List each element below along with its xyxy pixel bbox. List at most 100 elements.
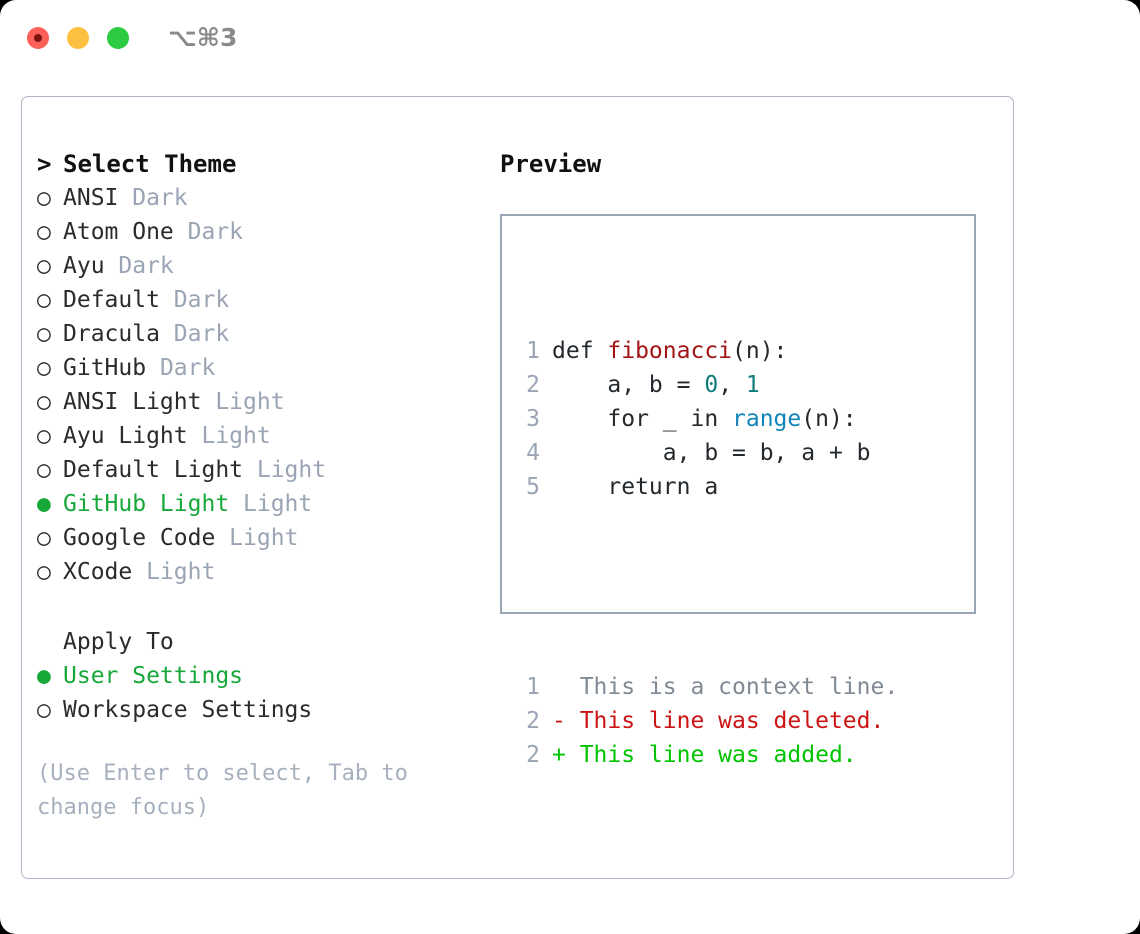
code-token-plain: return a	[552, 474, 719, 500]
prompt-caret-icon: >	[37, 150, 52, 178]
radio-unselected-icon: ○	[37, 697, 51, 723]
code-token-plain: def	[552, 338, 608, 364]
theme-item-variant: Dark	[159, 321, 230, 347]
apply-to-list[interactable]: ● User Settings ○ Workspace Settings	[37, 659, 497, 727]
code-token-plain: for _ in	[552, 406, 733, 432]
theme-item-ansi[interactable]: ○ ANSI Dark	[37, 181, 497, 215]
code-token-del: - This line was deleted.	[552, 708, 885, 734]
theme-item-default[interactable]: ○ Default Dark	[37, 283, 497, 317]
theme-item-variant: Dark	[104, 253, 174, 279]
theme-item-google-code[interactable]: ○Google Code Light	[37, 521, 497, 555]
code-line: 3 for _ in range(n):	[514, 402, 898, 436]
code-diff-gap	[514, 572, 898, 602]
code-line: 1 def fibonacci(n):	[514, 334, 898, 368]
title-bar: ⌥⌘3	[0, 0, 1140, 78]
line-number: 5	[526, 474, 540, 500]
theme-item-ansi-light[interactable]: ○ANSI Light Light	[37, 385, 497, 419]
theme-item-dracula[interactable]: ○ Dracula Dark	[37, 317, 497, 351]
code-token-plain: (n):	[732, 338, 788, 364]
theme-item-variant: Light	[132, 559, 216, 585]
radio-selected-icon: ●	[37, 663, 51, 689]
theme-item-variant: Light	[229, 491, 313, 517]
line-number: 4	[526, 440, 540, 466]
radio-unselected-icon: ○	[37, 219, 51, 245]
radio-unselected-icon: ○	[37, 185, 51, 211]
radio-unselected-icon: ○	[37, 253, 51, 279]
radio-unselected-icon: ○	[37, 457, 51, 483]
theme-item-github[interactable]: ○GitHub Dark	[37, 351, 497, 385]
theme-item-variant: Light	[243, 457, 327, 483]
line-number: 1	[526, 338, 540, 364]
theme-item-xcode[interactable]: ○XCode Light	[37, 555, 497, 589]
maximize-button[interactable]	[107, 27, 129, 49]
close-button[interactable]	[27, 27, 49, 49]
diff-block: 1 This is a context line. 2 - This line wa…	[514, 670, 898, 772]
line-number: 2	[526, 708, 540, 734]
theme-item-variant: Dark	[118, 185, 188, 211]
theme-item-label: GitHub Light	[63, 491, 230, 517]
theme-item-label: ANSI	[63, 185, 119, 211]
radio-unselected-icon: ○	[37, 287, 51, 313]
radio-unselected-icon: ○	[37, 423, 51, 449]
apply-to-item-user-settings[interactable]: ● User Settings	[37, 659, 497, 693]
code-line: 4 a, b = b, a + b	[514, 436, 898, 470]
code-token-plain: ,	[718, 372, 746, 398]
diff-line: 2 - This line was deleted.	[514, 704, 898, 738]
theme-item-variant: Light	[215, 525, 299, 551]
theme-item-label: Default Light	[63, 457, 244, 483]
apply-to-title: Apply To	[63, 629, 174, 655]
theme-item-label: Atom One	[63, 219, 174, 245]
diff-line: 1 This is a context line.	[514, 670, 898, 704]
code-token-plain: a, b = b, a + b	[552, 440, 871, 466]
code-token-plain: (n):	[801, 406, 857, 432]
code-token-add: + This line was added.	[552, 742, 857, 768]
theme-item-label: Ayu	[63, 253, 105, 279]
radio-unselected-icon: ○	[37, 321, 51, 347]
select-theme-title: Select Theme	[63, 150, 237, 178]
line-number: 2	[526, 742, 540, 768]
diff-line: 2 + This line was added.	[514, 738, 898, 772]
theme-item-github-light[interactable]: ● GitHub Light Light	[37, 487, 497, 521]
apply-to-item-label: User Settings	[63, 663, 244, 689]
theme-item-label: Dracula	[63, 321, 160, 347]
theme-item-default-light[interactable]: ○ Default Light Light	[37, 453, 497, 487]
radio-selected-icon: ●	[37, 491, 51, 517]
theme-list[interactable]: ○ ANSI Dark ○ Atom One Dark ○ Ayu Dark ○ Defaul…	[37, 181, 497, 589]
theme-item-atom-one[interactable]: ○Atom One Dark	[37, 215, 497, 249]
select-theme-header: > Select Theme	[37, 147, 497, 181]
apply-to-item-label: Workspace Settings	[63, 697, 313, 723]
keyboard-hint: (Use Enter to select, Tab to change focu…	[37, 761, 422, 820]
preview-title: Preview	[500, 150, 602, 178]
theme-item-label: ANSI Light	[63, 389, 202, 415]
line-number: 3	[526, 406, 540, 432]
theme-item-label: Ayu Light	[63, 423, 188, 449]
code-token-func: fibonacci	[607, 338, 733, 364]
keyboard-shortcut-label: ⌥⌘3	[168, 23, 238, 52]
theme-item-label: Default	[63, 287, 160, 313]
code-token-builtin: range	[732, 406, 802, 432]
radio-unselected-icon: ○	[37, 355, 51, 381]
theme-item-ayu-light[interactable]: ○ Ayu Light Light	[37, 419, 497, 453]
code-token-num: 1	[745, 372, 760, 398]
theme-item-variant: Dark	[146, 355, 216, 381]
code-token-ctx: This is a context line.	[552, 674, 899, 700]
code-line: 5 return a	[514, 470, 898, 504]
radio-unselected-icon: ○	[37, 525, 51, 551]
apply-to-header: Apply To	[37, 625, 497, 659]
theme-item-variant: Dark	[159, 287, 230, 313]
theme-picker-panel: >Select Theme ○ANSI Dark○Atom One Dark○A…	[21, 96, 1014, 879]
line-number: 2	[526, 372, 540, 398]
theme-selection-column: >Select Theme ○ANSI Dark○Atom One Dark○A…	[37, 147, 497, 825]
minimize-button[interactable]	[67, 27, 89, 49]
theme-item-variant: Light	[187, 423, 271, 449]
theme-item-variant: Light	[201, 389, 285, 415]
section-gap	[37, 589, 497, 625]
theme-item-label: XCode	[63, 559, 133, 585]
apply-to-item-workspace-settings[interactable]: ○ Workspace Settings	[37, 693, 497, 727]
theme-item-ayu[interactable]: ○ Ayu Dark	[37, 249, 497, 283]
code-token-num: 0	[704, 372, 719, 398]
